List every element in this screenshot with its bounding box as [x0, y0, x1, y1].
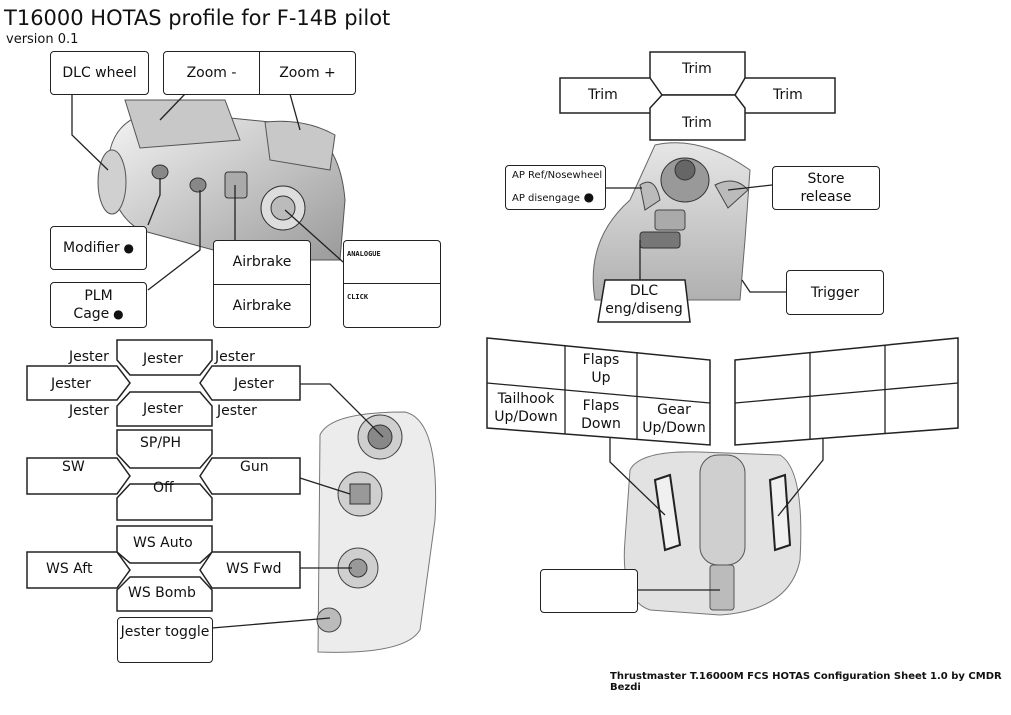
plm-cage-box: PLM Cage [50, 282, 147, 328]
flaps-up-cell: Flaps Up [567, 351, 635, 387]
trim-left-label: Trim [588, 87, 618, 103]
ap-ref-label: AP Ref/Nosewheel [512, 170, 603, 181]
click-label: CLICK [347, 293, 369, 301]
modifier-label: Modifier [63, 239, 134, 257]
flaps-down-label-2: Down [581, 416, 621, 432]
airbrake-cell-1: Airbrake [214, 241, 310, 285]
flaps-down-cell: Flaps Down [567, 397, 635, 433]
jester-up-label: Jester [143, 351, 183, 367]
tailhook-label-2: Up/Down [494, 409, 558, 425]
store-release-label-2: release [800, 189, 852, 205]
jester-right-label: Jester [234, 376, 274, 392]
airbrake-label-1: Airbrake [232, 254, 292, 271]
analogue-label: ANALOGUE [347, 250, 381, 258]
jester-toggle-box: Jester toggle [117, 617, 213, 663]
throttle-side-drawing [316, 411, 437, 653]
trim-up-label: Trim [682, 61, 712, 77]
gear-label-1: Gear [657, 402, 691, 418]
tailhook-label-1: Tailhook [497, 391, 555, 407]
zoom-plus-cell: Zoom + [260, 52, 355, 94]
gun-hat-right-label: Gun [240, 459, 269, 475]
zoom-box: Zoom - Zoom + [163, 51, 356, 95]
jester-toggle-label: Jester toggle [120, 624, 210, 640]
jester-down-right-label: Jester [217, 403, 257, 419]
airbrake-box: Airbrake Airbrake [213, 240, 311, 328]
slider-empty-box [540, 569, 638, 613]
gun-hat-up-label: SP/PH [140, 435, 182, 451]
plm-cage-label-2: Cage [73, 305, 123, 323]
gear-cell: Gear Up/Down [638, 401, 710, 437]
gun-hat-left-label: SW [62, 459, 85, 475]
store-release-box: Store release [772, 166, 880, 210]
ws-hat-up-label: WS Auto [133, 535, 193, 551]
flaps-down-label-1: Flaps [582, 398, 620, 414]
dlc-eng-label-2: eng/diseng [605, 301, 683, 317]
trigger-box: Trigger [786, 270, 884, 315]
jester-down-left-label: Jester [69, 403, 109, 419]
analogue-cell: ANALOGUE [344, 241, 440, 284]
trigger-label: Trigger [810, 284, 860, 301]
dlc-wheel-box: DLC wheel [50, 51, 149, 95]
airbrake-cell-2: Airbrake [214, 285, 310, 328]
plm-cage-label-1: PLM [84, 288, 113, 304]
trim-right-label: Trim [773, 87, 803, 103]
ws-hat-right-label: WS Fwd [226, 561, 282, 577]
jester-down-label: Jester [143, 401, 183, 417]
modifier-box: Modifier [50, 226, 147, 270]
ws-hat-left-label: WS Aft [46, 561, 93, 577]
click-cell: CLICK [344, 284, 440, 327]
dlc-eng-box: DLC eng/diseng [598, 282, 690, 318]
stick-head-drawing [592, 142, 751, 301]
throttle-head-drawing [97, 99, 346, 261]
flaps-up-label-1: Flaps [582, 352, 620, 368]
jester-up-left-label: Jester [69, 349, 109, 365]
zoom-plus-label: Zoom + [279, 65, 336, 81]
jester-up-right-label: Jester [215, 349, 255, 365]
ap-disengage-label: AP disengage [512, 188, 594, 208]
store-release-label-1: Store [807, 171, 845, 187]
connector-lines [71, 93, 824, 629]
zoom-minus-cell: Zoom - [164, 52, 260, 94]
gear-label-2: Up/Down [642, 420, 706, 436]
mini-stick-box: ANALOGUE CLICK [343, 240, 441, 328]
jester-left-label: Jester [51, 376, 91, 392]
gun-hat-down-label: Off [153, 480, 174, 496]
trim-down-label: Trim [682, 115, 712, 131]
dlc-wheel-label: DLC wheel [62, 65, 137, 81]
flaps-up-label-2: Up [591, 370, 611, 386]
airbrake-label-2: Airbrake [232, 297, 292, 314]
tailhook-cell: Tailhook Up/Down [487, 390, 565, 426]
zoom-minus-label: Zoom - [186, 65, 237, 81]
dlc-eng-label-1: DLC [629, 283, 659, 299]
version-label: version 0.1 [6, 32, 79, 47]
page-title: T16000 HOTAS profile for F-14B pilot [4, 6, 391, 30]
ws-hat-down-label: WS Bomb [128, 585, 196, 601]
footer-credit: Thrustmaster T.16000M FCS HOTAS Configur… [610, 671, 1002, 693]
ap-box: AP Ref/Nosewheel AP disengage [505, 165, 606, 210]
